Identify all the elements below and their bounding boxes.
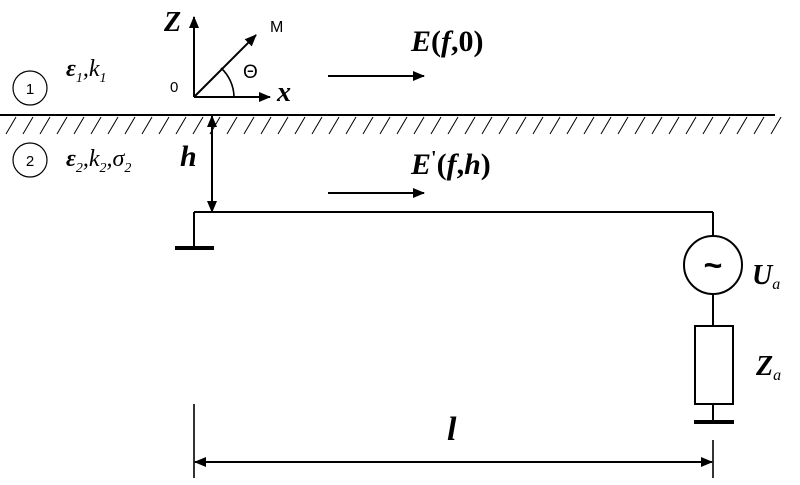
hatch-line [413,116,425,135]
hatch-line [736,116,748,135]
hatch-line [73,116,85,135]
hatch-line [22,116,34,135]
m-vector [193,34,257,98]
impedance-box [694,325,734,405]
x-axis-label: x [276,77,291,108]
source-symbol: ~ [704,247,723,283]
origin-label: 0 [170,79,178,96]
length-label: l [447,411,457,448]
hatch-line [294,116,306,135]
hatch-line [651,116,663,135]
hatch-line [311,116,323,135]
hatch-line [549,116,561,135]
hatch-line [226,116,238,135]
medium-2-number: 2 [26,153,34,170]
hatch-line [260,116,272,135]
medium-1-number: 1 [26,81,34,98]
hatch-line [481,116,493,135]
hatch-line [396,116,408,135]
hatch-line [719,116,731,135]
hatch-line [617,116,629,135]
hatch-line [328,116,340,135]
hatch-line [379,116,391,135]
hatch-line [243,116,255,135]
hatch-line [362,116,374,135]
theta-label: Θ [243,62,258,83]
impedance-label: Za [755,351,781,384]
hatch-line [668,116,680,135]
hatch-line [702,116,714,135]
hatch-line [634,116,646,135]
depth-label: h [180,140,197,173]
hatch-line [566,116,578,135]
hatch-line [124,116,136,135]
hatch-line [90,116,102,135]
source-label: Ua [752,260,780,293]
medium-2-marker [12,142,48,178]
theta-arc [220,67,235,98]
hatch-line [56,116,68,135]
hatch-line [277,116,289,135]
m-label: M [270,19,283,36]
hatch-line [447,116,459,135]
medium-1-label: 1 ε1,k1 [12,56,107,106]
buried-field-label: E'(f,h) [410,147,491,181]
hatch-line [753,116,765,135]
hatch-line [39,116,51,135]
hatch-line [5,116,17,135]
hatch-line [430,116,442,135]
ground-hatching [5,116,782,135]
medium-1-marker [12,70,48,106]
hatch-line [515,116,527,135]
hatch-line [464,116,476,135]
hatch-line [175,116,187,135]
hatch-line [685,116,697,135]
hatch-line [192,116,204,135]
hatch-line [770,116,782,135]
medium-2-params: ε2,k2,σ2 [66,146,131,176]
hatch-line [345,116,357,135]
medium-2-label: 2 ε2,k2,σ2 [12,142,131,178]
hatch-line [600,116,612,135]
hatch-line [498,116,510,135]
hatch-line [532,116,544,135]
buried-conductor [175,211,713,250]
ground-surface [0,114,782,135]
surface-field-label: E(f,0) [410,25,484,58]
hatch-line [141,116,153,135]
depth-dimension: h [180,115,217,213]
coordinate-axes: Z x 0 M Θ [163,7,291,108]
surface-field: E(f,0) [328,25,484,81]
impedance: Za [694,294,781,424]
z-axis-label: Z [163,7,181,38]
medium-1-params: ε1,k1 [66,56,107,86]
hatch-line [583,116,595,135]
buried-field: E'(f,h) [328,147,491,198]
hatch-line [107,116,119,135]
hatch-line [158,116,170,135]
length-dimension: l [193,404,714,478]
voltage-source: ~ Ua [683,212,780,295]
